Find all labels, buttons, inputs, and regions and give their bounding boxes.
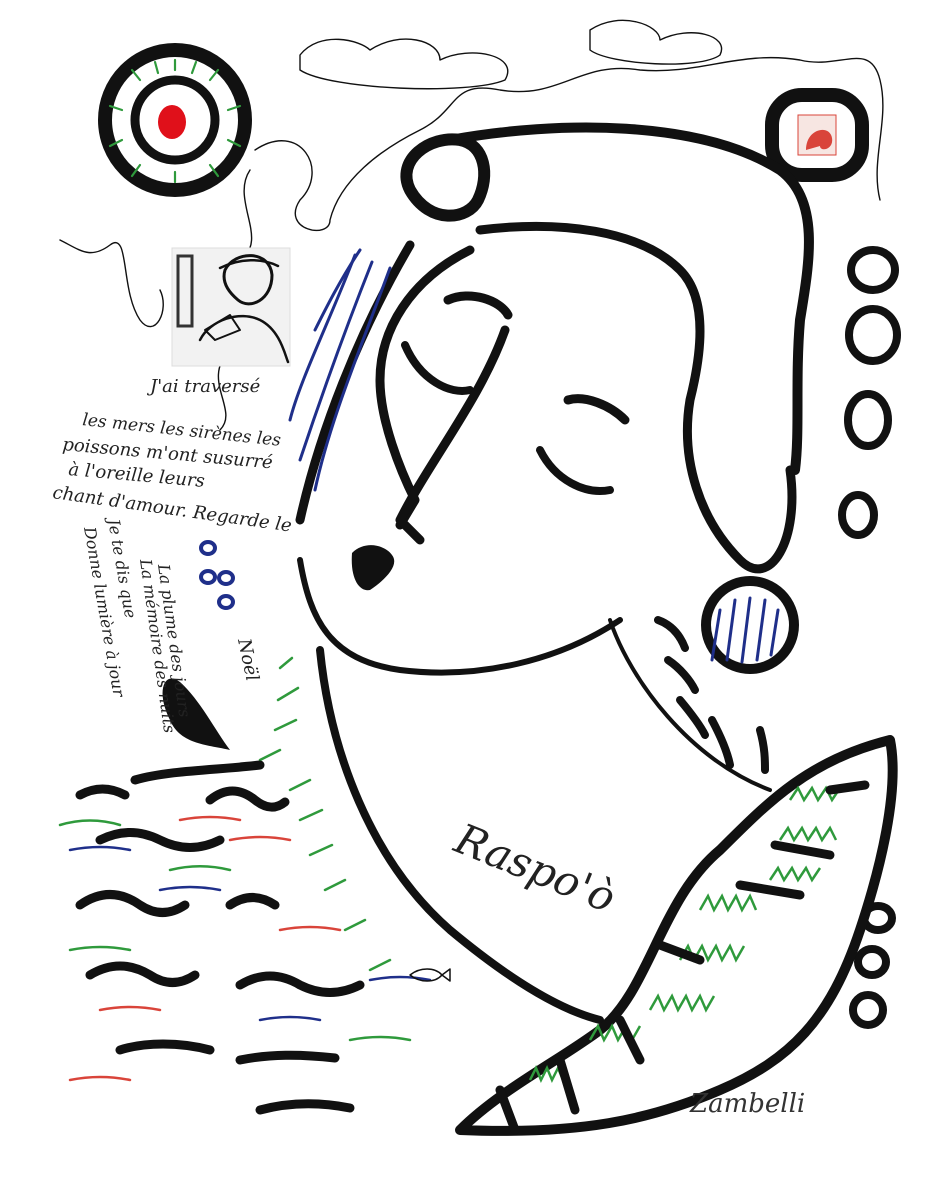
poem-line: J'ai traversé	[146, 376, 261, 397]
sea-waves	[58, 784, 451, 1115]
face-profile	[295, 122, 814, 1024]
blue-strands	[288, 248, 392, 492]
artwork-title: Raspo'ò	[447, 813, 622, 922]
poem-line: Noël	[233, 636, 263, 684]
sailboat	[130, 678, 265, 785]
artist-signature: Zambelli	[689, 1089, 805, 1119]
blue-circles	[199, 540, 235, 610]
roundel-circle	[98, 43, 252, 197]
shell-shape	[455, 735, 898, 1136]
sketch-thumbnail	[171, 247, 291, 367]
red-dot	[158, 105, 186, 139]
postage-stamp	[765, 88, 869, 182]
green-dashes	[258, 656, 392, 972]
poem-block: J'ai traversé les mers les sirènes les p…	[51, 376, 293, 734]
bubbles-right-top	[838, 246, 901, 539]
